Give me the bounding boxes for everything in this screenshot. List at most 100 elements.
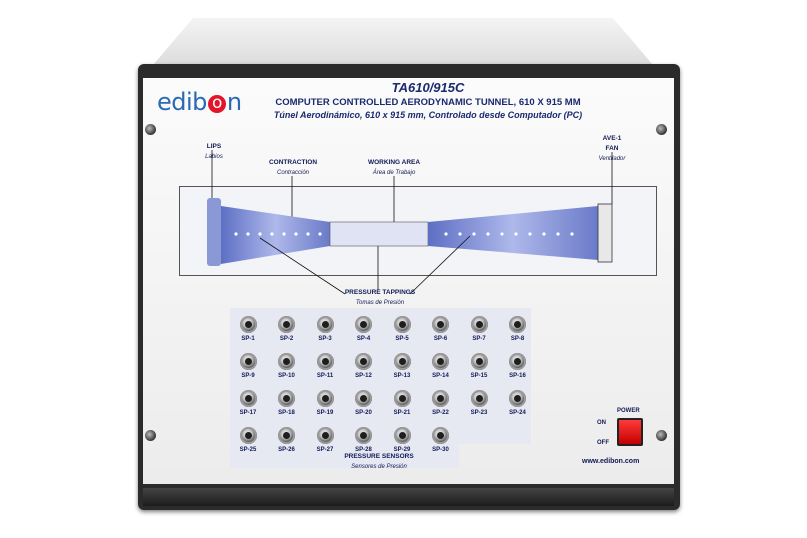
sensor-label: SP-2 (279, 336, 294, 342)
sensor-label: SP-25 (239, 447, 257, 453)
connector-socket-icon (355, 353, 372, 370)
pressure-sensor-connector[interactable]: SP-14 (424, 353, 458, 379)
connector-socket-icon (239, 427, 257, 444)
pressure-sensor-connector[interactable]: SP-19 (308, 390, 342, 416)
pressure-sensor-connector[interactable]: SP-30 (424, 427, 458, 453)
cabinet-base (143, 488, 674, 506)
connector-socket-icon (278, 390, 295, 407)
sensor-label: SP-12 (355, 373, 372, 379)
pressure-sensor-connector[interactable]: SP-20 (347, 390, 381, 416)
sensor-label: SP-20 (355, 410, 372, 416)
pressure-sensor-connector[interactable]: SP-2 (270, 316, 304, 342)
power-on-label: ON (597, 420, 606, 426)
sensor-label: SP-9 (241, 373, 255, 379)
pressure-sensor-connector[interactable]: SP-21 (385, 390, 419, 416)
connector-socket-icon (432, 316, 449, 333)
pressure-sensor-connector[interactable]: SP-1 (231, 316, 265, 342)
connector-socket-icon (278, 427, 295, 444)
connector-socket-icon (509, 316, 526, 333)
pressure-sensor-connector[interactable]: SP-28 (347, 427, 381, 453)
sensor-label: SP-5 (395, 336, 409, 342)
pressure-sensor-connector[interactable]: SP-4 (347, 316, 381, 342)
connector-socket-icon (432, 427, 449, 444)
connector-socket-icon (470, 316, 488, 333)
connector-socket-icon (509, 390, 526, 407)
pressure-sensor-connector[interactable]: SP-5 (385, 316, 419, 342)
screw-icon (145, 430, 156, 441)
pressure-sensor-connector[interactable]: SP-24 (501, 390, 535, 416)
connector-socket-icon (393, 390, 411, 407)
connector-socket-icon (316, 390, 334, 407)
screw-icon (656, 430, 667, 441)
pressure-sensor-connector[interactable]: SP-18 (270, 390, 304, 416)
sensor-label: SP-18 (278, 410, 295, 416)
sensor-label: SP-23 (470, 410, 488, 416)
connector-socket-icon (239, 316, 257, 333)
power-switch[interactable] (617, 418, 643, 446)
connector-socket-icon (470, 353, 488, 370)
pressure-sensor-connector[interactable]: SP-25 (231, 427, 265, 453)
pressure-sensor-connector[interactable]: SP-16 (501, 353, 535, 379)
sensor-label: SP-3 (318, 336, 332, 342)
connector-socket-icon (393, 316, 411, 333)
sensor-label: SP-15 (470, 373, 488, 379)
sensor-label: SP-1 (241, 336, 255, 342)
pressure-sensor-connector[interactable]: SP-9 (231, 353, 265, 379)
fan-housing (597, 203, 613, 263)
pressure-sensor-connector[interactable]: SP-7 (462, 316, 496, 342)
pressure-sensor-connector[interactable]: SP-27 (308, 427, 342, 453)
pressure-sensor-connector[interactable]: SP-3 (308, 316, 342, 342)
connector-socket-icon (432, 353, 449, 370)
sensor-label: SP-19 (316, 410, 334, 416)
connector-socket-icon (509, 353, 526, 370)
sensor-label: SP-6 (433, 336, 448, 342)
title-spanish: Túnel Aerodinámico, 610 x 915 mm, Contro… (273, 110, 583, 120)
connector-socket-icon (393, 427, 411, 444)
connector-socket-icon (355, 427, 372, 444)
sensor-label: SP-7 (472, 336, 486, 342)
pressure-sensor-connector[interactable]: SP-11 (308, 353, 342, 379)
connector-socket-icon (355, 316, 372, 333)
sensor-label: SP-16 (509, 373, 526, 379)
pressure-sensor-connector[interactable]: SP-6 (424, 316, 458, 342)
connector-socket-icon (432, 390, 449, 407)
pressure-sensor-connector[interactable]: SP-15 (462, 353, 496, 379)
connector-socket-icon (316, 427, 334, 444)
sensor-label: SP-27 (316, 447, 334, 453)
pressure-sensor-connector[interactable]: SP-23 (462, 390, 496, 416)
sensor-label: SP-11 (316, 373, 334, 379)
connector-socket-icon (393, 353, 411, 370)
diffuser-section (428, 206, 598, 260)
pressure-sensor-connector[interactable]: SP-17 (231, 390, 265, 416)
pressure-sensor-connector[interactable]: SP-29 (385, 427, 419, 453)
sensor-label: SP-28 (355, 447, 372, 453)
pressure-sensor-connector[interactable]: SP-22 (424, 390, 458, 416)
sensor-label: SP-4 (356, 336, 371, 342)
pressure-sensor-connector[interactable]: SP-26 (270, 427, 304, 453)
pressure-sensor-connector[interactable]: SP-13 (385, 353, 419, 379)
working-section (329, 221, 429, 247)
sensor-label: SP-13 (393, 373, 411, 379)
sensor-label: SP-24 (509, 410, 526, 416)
sensor-label: SP-22 (432, 410, 449, 416)
pressure-sensor-connector[interactable]: SP-8 (501, 316, 535, 342)
sensor-label: SP-21 (393, 410, 411, 416)
connector-socket-icon (239, 390, 257, 407)
sensor-label: SP-26 (278, 447, 295, 453)
sensor-label: SP-10 (278, 373, 295, 379)
power-off-label: OFF (597, 440, 609, 446)
pressure-sensor-connector[interactable]: SP-12 (347, 353, 381, 379)
connector-socket-icon (239, 353, 257, 370)
lips-inlet (207, 198, 221, 266)
pressure-sensor-connector[interactable]: SP-10 (270, 353, 304, 379)
title-english: COMPUTER CONTROLLED AERODYNAMIC TUNNEL, … (275, 97, 581, 108)
connector-socket-icon (278, 353, 295, 370)
power-label: POWER (617, 408, 640, 414)
sensor-label: SP-29 (393, 447, 411, 453)
